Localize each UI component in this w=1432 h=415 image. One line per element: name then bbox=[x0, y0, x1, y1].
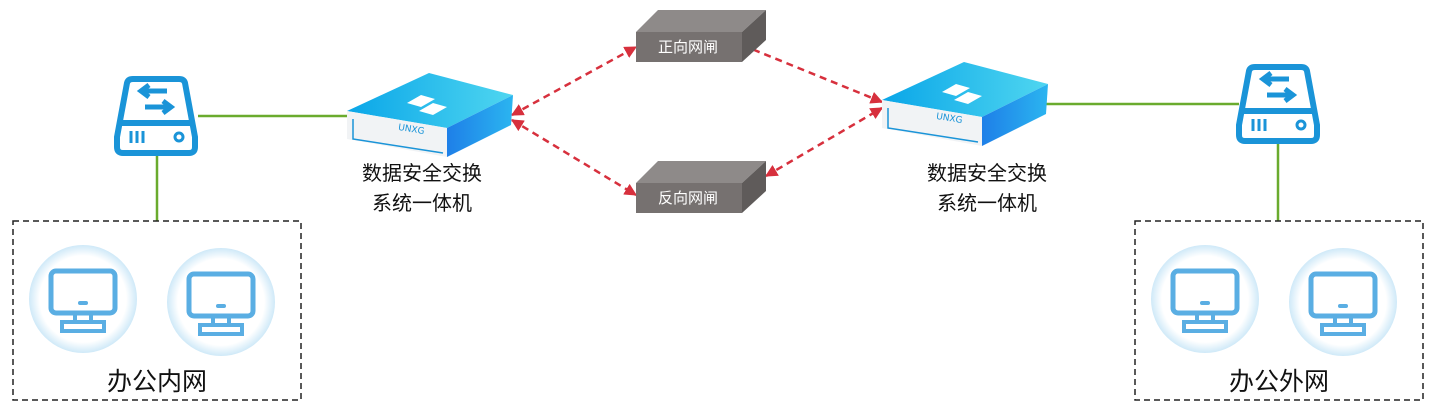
forward-gate-label: 正向网闸 bbox=[657, 38, 718, 56]
switch-icon-right bbox=[1236, 64, 1320, 144]
right-device-label-line1: 数据安全交换 bbox=[927, 161, 1047, 185]
right-device-label-line2: 系统一体机 bbox=[937, 191, 1037, 215]
right-device-label: 数据安全交换 系统一体机 bbox=[887, 158, 1087, 218]
switch-icon-left bbox=[114, 76, 198, 156]
reverse-gate-label: 反向网闸 bbox=[657, 189, 718, 207]
left-device-label-line1: 数据安全交换 bbox=[362, 161, 482, 185]
pc-icons bbox=[29, 245, 1397, 356]
left-network-label: 办公内网 bbox=[106, 367, 207, 396]
monitor-icon bbox=[167, 248, 275, 356]
forward-gate-box bbox=[636, 10, 766, 62]
lan-box-left bbox=[12, 220, 302, 401]
arrow-left-forward bbox=[510, 45, 638, 117]
monitor-icon bbox=[1151, 245, 1259, 353]
right-network-label: 办公外网 bbox=[1228, 367, 1329, 396]
lan-box-right bbox=[1134, 220, 1424, 401]
data-flow-arrows bbox=[510, 43, 884, 197]
reverse-gate-box bbox=[636, 161, 766, 213]
monitor-icon bbox=[1289, 248, 1397, 356]
arrow-right-reverse bbox=[764, 106, 884, 178]
network-links bbox=[155, 102, 1280, 221]
monitor-icon bbox=[29, 245, 137, 353]
arrow-right-forward bbox=[740, 43, 884, 104]
arrow-left-reverse bbox=[510, 118, 638, 197]
left-device-label: 数据安全交换 系统一体机 bbox=[322, 158, 522, 218]
left-device-label-line2: 系统一体机 bbox=[372, 191, 472, 215]
exchange-device-icon-left bbox=[347, 73, 513, 157]
exchange-device-icon-right bbox=[882, 62, 1048, 146]
